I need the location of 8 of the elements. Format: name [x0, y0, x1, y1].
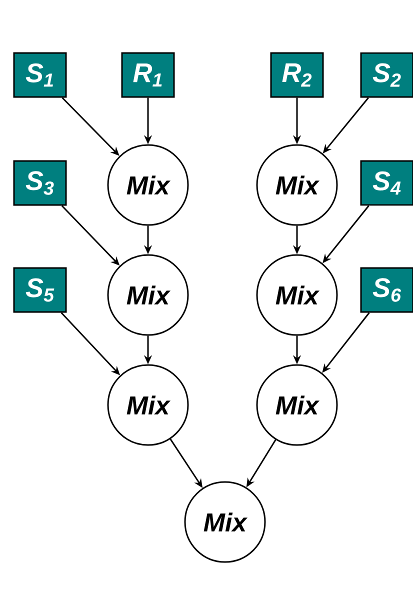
source-box: R$_{1}$ — [121, 52, 175, 98]
source-box: S$_{3}$ — [13, 160, 67, 206]
source-box: R$_{2}$ — [270, 52, 324, 98]
source-box: S$_{5}$ — [13, 267, 67, 313]
source-box: S$_{2}$ — [360, 52, 413, 98]
source-box: S$_{6}$ — [360, 267, 413, 313]
source-box: S$_{4}$ — [360, 160, 413, 206]
source-box: S$_{1}$ — [13, 52, 67, 98]
